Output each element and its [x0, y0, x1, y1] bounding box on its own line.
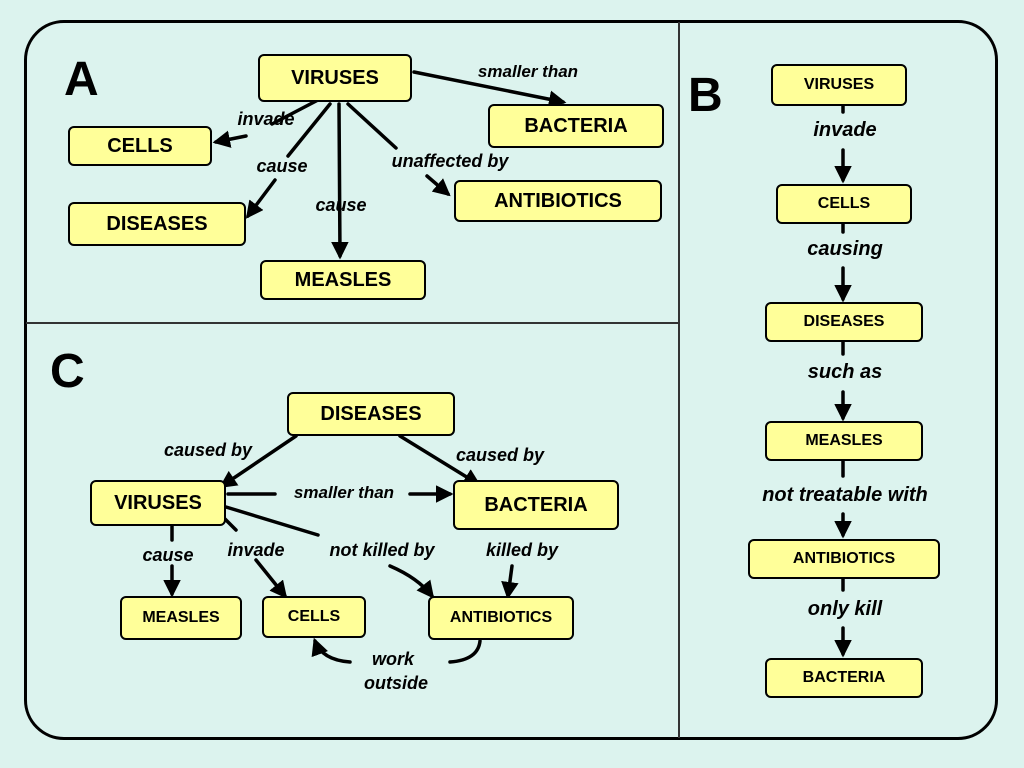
c-node-viruses: VIRUSES	[90, 480, 226, 526]
a-label-cause-measles: cause	[315, 195, 367, 215]
c-node-cells: CELLS	[262, 596, 366, 638]
c-link-work-outside-left	[311, 637, 352, 664]
c-label-cause: cause	[142, 545, 194, 565]
panel-a-letter: A	[64, 53, 99, 106]
b-node-cells: CELLS	[776, 184, 912, 224]
c-node-antibiotics: ANTIBIOTICS	[428, 596, 574, 640]
b-label-such-as: such as	[807, 361, 883, 383]
b-node-antibiotics: ANTIBIOTICS	[748, 539, 940, 579]
b-label-only-kill: only kill	[807, 598, 883, 620]
c-label-invade: invade	[227, 540, 285, 560]
c-label-caused-by-left: caused by	[163, 440, 253, 460]
c-node-measles: MEASLES	[120, 596, 242, 640]
c-label-caused-by-right: caused by	[455, 445, 545, 465]
a-link-cause-diseases-2	[245, 178, 277, 219]
c-label-killed-by: killed by	[485, 540, 559, 560]
a-link-invade-2	[212, 130, 248, 148]
a-link-unaffected-2	[425, 174, 451, 197]
c-label-not-killed-by: not killed by	[329, 540, 435, 560]
b-node-diseases: DISEASES	[765, 302, 923, 342]
vertical-divider	[678, 22, 680, 738]
a-link-cause-measles	[331, 102, 349, 260]
c-link-invade-1	[222, 516, 238, 532]
a-node-measles: MEASLES	[260, 260, 426, 300]
c-link-caused-by-left	[219, 434, 298, 488]
c-link-work-outside-right	[448, 639, 482, 664]
a-node-viruses: VIRUSES	[258, 54, 412, 102]
panel-b-letter: B	[688, 69, 723, 122]
c-link-not-killed-by-2	[388, 564, 435, 599]
c-label-smaller-than: smaller than	[293, 483, 395, 502]
a-label-cause-diseases: cause	[256, 156, 308, 176]
c-label-outside: outside	[363, 673, 429, 693]
b-label-causing: causing	[807, 238, 883, 260]
b-label-not-treatable-with: not treatable with	[762, 484, 928, 506]
c-label-work: work	[371, 649, 415, 669]
a-link-unaffected-1	[346, 102, 398, 150]
a-link-invade-1	[270, 98, 320, 126]
b-node-measles: MEASLES	[765, 421, 923, 461]
c-link-caused-by-right	[398, 434, 481, 486]
b-node-viruses: VIRUSES	[771, 64, 907, 106]
a-node-antibiotics: ANTIBIOTICS	[454, 180, 662, 222]
c-link-killed-by	[501, 564, 519, 600]
a-node-diseases: DISEASES	[68, 202, 246, 246]
c-link-not-killed-by-1	[224, 505, 320, 537]
a-node-bacteria: BACTERIA	[488, 104, 664, 148]
diagram-frame	[24, 20, 998, 740]
b-label-invade: invade	[813, 119, 877, 141]
b-node-bacteria: BACTERIA	[765, 658, 923, 698]
panel-c-letter: C	[50, 345, 85, 398]
a-label-invade: invade	[237, 109, 295, 129]
a-link-cause-diseases-1	[286, 102, 332, 158]
a-label-smaller-than: smaller than	[477, 62, 579, 81]
c-node-bacteria: BACTERIA	[453, 480, 619, 530]
a-link-smaller-than	[412, 70, 567, 108]
a-node-cells: CELLS	[68, 126, 212, 166]
a-label-unaffected-by: unaffected by	[391, 151, 509, 171]
c-link-invade-2	[254, 558, 288, 599]
horizontal-divider	[26, 322, 678, 324]
c-node-diseases: DISEASES	[287, 392, 455, 436]
